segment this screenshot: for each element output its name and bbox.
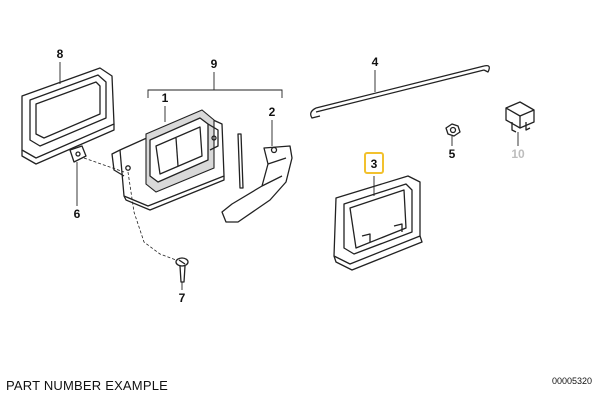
part-10-connector bbox=[505, 101, 535, 133]
pin bbox=[237, 133, 244, 189]
callout-8: 8 bbox=[57, 47, 64, 61]
part-6-clip bbox=[69, 145, 87, 163]
part-4-rod bbox=[310, 64, 490, 119]
part-8-gasket bbox=[21, 67, 115, 165]
callout-6: 6 bbox=[74, 207, 81, 221]
callout-5: 5 bbox=[449, 147, 456, 161]
part-9-bracket bbox=[147, 89, 283, 98]
part-7-screw bbox=[175, 257, 189, 283]
part-3-bezel bbox=[333, 175, 423, 271]
callout-1: 1 bbox=[162, 91, 169, 105]
callout-3: 3 bbox=[371, 157, 378, 171]
callout-4: 4 bbox=[372, 55, 379, 69]
callout-10: 10 bbox=[511, 147, 525, 161]
part-5-nut bbox=[445, 123, 461, 137]
callout-2: 2 bbox=[269, 105, 276, 119]
callout-7: 7 bbox=[179, 291, 186, 305]
callout-3-highlight bbox=[364, 152, 384, 174]
part-2-trim bbox=[221, 145, 293, 223]
drawing-code: 00005320 bbox=[551, 376, 592, 386]
diagram-caption: PART NUMBER EXAMPLE bbox=[6, 378, 169, 393]
part-1-housing bbox=[111, 109, 225, 211]
callout-9: 9 bbox=[211, 57, 218, 71]
